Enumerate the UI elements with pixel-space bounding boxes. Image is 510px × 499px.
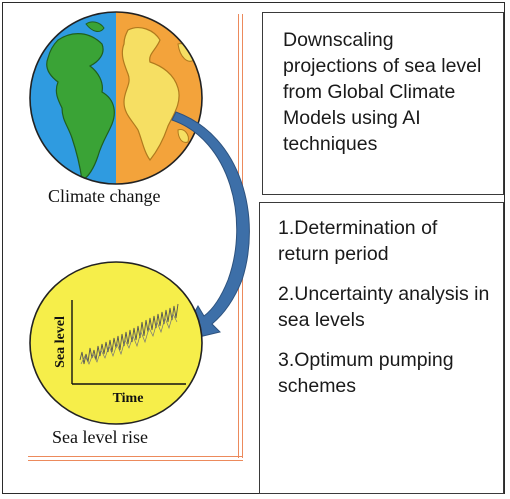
downscaling-box: Downscaling projections of sea level fro… xyxy=(262,12,504,195)
plot-x-label: Time xyxy=(113,391,144,406)
list-item-uncertainty: 2.Uncertainty analysis in sea levels xyxy=(278,283,490,331)
sea-level-rise-caption: Sea level rise xyxy=(52,427,148,447)
applications-box: 1.Determination of return period 2.Uncer… xyxy=(259,202,504,494)
horizontal-divider xyxy=(28,456,243,461)
plot-y-label: Sea level xyxy=(53,316,68,368)
list-item-return-period: 1.Determination of return period xyxy=(278,217,438,265)
globe-icon xyxy=(29,11,203,185)
outer-frame xyxy=(2,2,505,494)
downscaling-text: Downscaling projections of sea level fro… xyxy=(283,29,482,155)
sea-level-plot: Sea level Time xyxy=(29,261,203,425)
list-item-pumping: 3.Optimum pumping schemes xyxy=(278,349,454,397)
climate-change-caption: Climate change xyxy=(48,186,161,206)
